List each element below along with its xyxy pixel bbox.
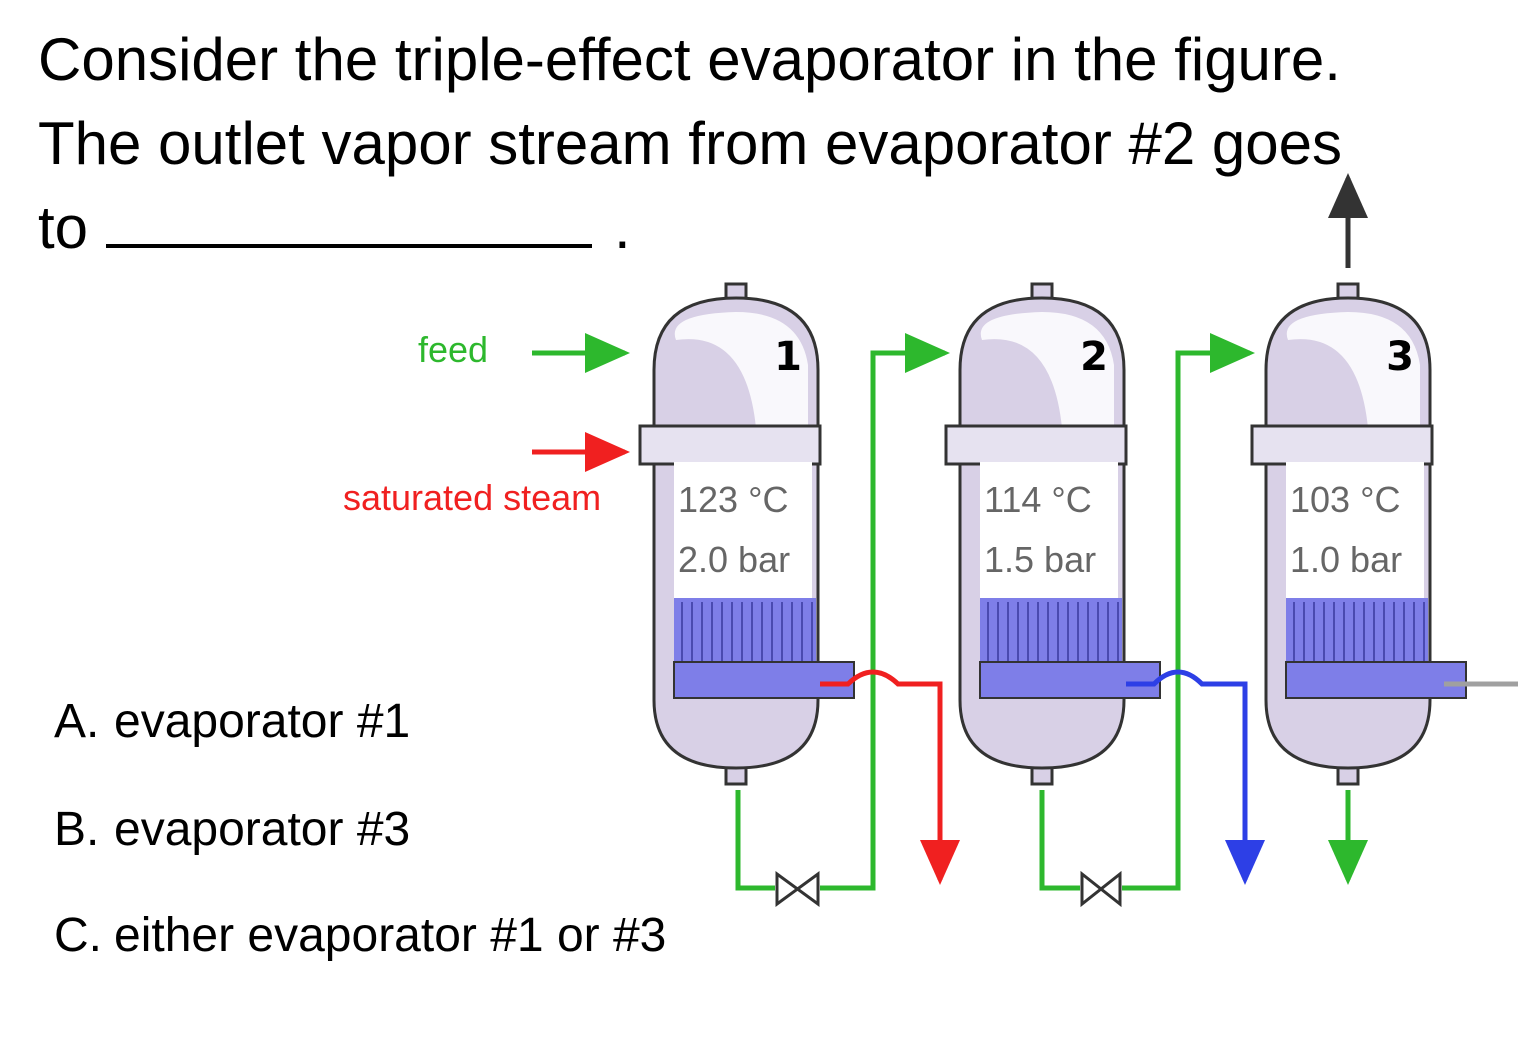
liquid-line-2-to-3 [1122,333,1255,891]
temperature-label-3: 103 °C [1290,479,1400,520]
evaporator-3: 3 103 °C 1.0 bar [1250,282,1467,786]
question-text: Consider the triple-effect evaporator in… [38,18,1458,270]
temperature-label-2: 114 °C [984,479,1092,520]
pressure-label-2: 1.5 bar [984,539,1096,580]
liquid-line-2-bottom [1039,790,1080,891]
liquid-level [673,661,855,699]
evaporator-number-2: 2 [1080,334,1108,380]
tube-bundle [674,598,816,666]
liquid-line-1-to-2 [820,333,950,891]
evaporator-1: 1 123 °C 2.0 bar [638,282,855,786]
evaporator-2: 2 114 °C 1.5 bar [944,282,1161,786]
steam-chest [944,424,1128,466]
temperature-label-1: 123 °C [678,479,788,520]
steam-chest [638,424,822,466]
liquid-level [1285,661,1467,699]
steam-label: saturated steam [343,477,601,518]
pressure-label-3: 1.0 bar [1290,539,1402,580]
steam-chest [1250,424,1434,466]
option-a-letter: A. [54,695,100,748]
option-a[interactable]: A. evaporator #1 [54,694,410,749]
option-a-text: evaporator #1 [114,695,411,748]
option-c-letter: C. [54,909,102,962]
condition-panel [980,462,1118,600]
condition-panel [674,462,812,600]
condensate-outlet-2 [1126,669,1265,885]
condition-panel [1286,462,1424,600]
option-b[interactable]: B. evaporator #3 [54,802,410,857]
option-b-text: evaporator #3 [114,803,411,856]
liquid-line-1-bottom [735,790,775,891]
evaporator-number-1: 1 [774,334,802,380]
question-line-3-start: to [38,194,89,261]
option-b-letter: B. [54,803,100,856]
question-line-3-end: . [614,194,631,261]
valve-icon-1 [775,871,820,907]
valve-icon-2 [1080,870,1122,908]
tube-bundle [1286,598,1428,666]
option-c[interactable]: C.either evaporator #1 or #3 [54,908,666,963]
feed-label: feed [418,329,488,370]
question-line-1: Consider the triple-effect evaporator in… [38,26,1341,93]
question-line-2: The outlet vapor stream from evaporator … [38,110,1343,177]
question-line-3: to. [38,186,1458,270]
option-c-text: either evaporator #1 or #3 [114,909,667,962]
pressure-label-1: 2.0 bar [678,539,790,580]
evaporator-number-3: 3 [1386,334,1414,380]
condensate-outlet-1 [820,669,960,885]
liquid-level [979,661,1161,699]
answer-blank [106,194,593,248]
tube-bundle [980,598,1122,666]
